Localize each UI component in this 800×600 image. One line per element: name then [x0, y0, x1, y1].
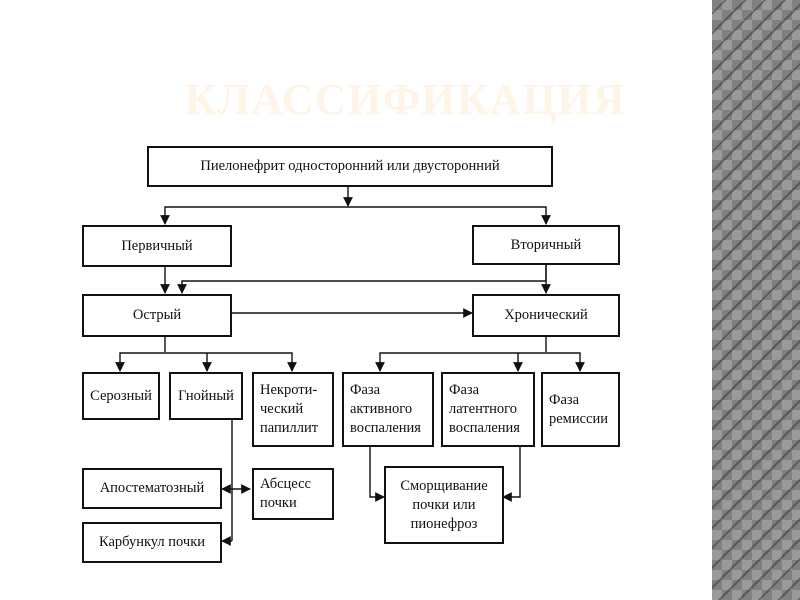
primary-box: Первичный — [82, 225, 232, 267]
phase-active-label: Фаза активного воспаления — [350, 382, 421, 436]
carbuncle-box: Карбункул почки — [82, 522, 222, 563]
secondary-label: Вторичный — [510, 236, 582, 253]
slide-title: КЛАССИФИКАЦИЯ — [184, 75, 626, 124]
acute-box: Острый — [82, 294, 232, 337]
apostematous-label: Апостематозный — [99, 480, 205, 496]
phase-remission-label: Фаза ремиссии — [549, 391, 609, 427]
phase-latent-label: Фаза латентного воспаления — [449, 382, 520, 436]
necrotic-papillitis-box: Некроти- ческий папиллит — [252, 372, 334, 447]
connector-latent-shrinkage — [502, 446, 521, 502]
phase-active-box: Фаза активного воспаления — [342, 372, 434, 447]
secondary-box: Вторичный — [472, 225, 620, 265]
phase-latent-box: Фаза латентного воспаления — [441, 372, 535, 447]
chronic-box: Хронический — [472, 294, 620, 337]
shrinkage-label: Сморщивание почки или пионефроз — [400, 477, 488, 532]
apostematous-box: Апостематозный — [82, 468, 222, 509]
root-label: Пиелонефрит односторонний или двусторонн… — [200, 158, 500, 174]
primary-label: Первичный — [121, 237, 193, 254]
serous-label: Серозный — [90, 387, 152, 404]
purulent-label: Гнойный — [178, 387, 234, 404]
carbuncle-label: Карбункул почки — [98, 534, 206, 550]
necrotic-papillitis-label: Некроти- ческий папиллит — [260, 382, 319, 436]
purulent-box: Гнойный — [169, 372, 243, 420]
connector-secondary-acute — [177, 264, 547, 294]
serous-box: Серозный — [82, 372, 160, 420]
connector-acute-split — [115, 352, 297, 372]
root-box: Пиелонефрит односторонний или двусторонн… — [147, 146, 553, 187]
connector-active-shrinkage — [369, 446, 385, 502]
connector-chronic-split — [375, 352, 585, 372]
shrinkage-box: Сморщивание почки или пионефроз — [384, 466, 504, 544]
abscess-box: Абсцесс почки — [252, 468, 334, 520]
chronic-label: Хронический — [504, 307, 588, 323]
connector-root-split — [160, 206, 551, 225]
abscess-label: Абсцесс почки — [260, 476, 311, 511]
decorative-side-pattern — [712, 0, 800, 600]
phase-remission-box: Фаза ремиссии — [541, 372, 620, 447]
acute-label: Острый — [132, 307, 182, 323]
